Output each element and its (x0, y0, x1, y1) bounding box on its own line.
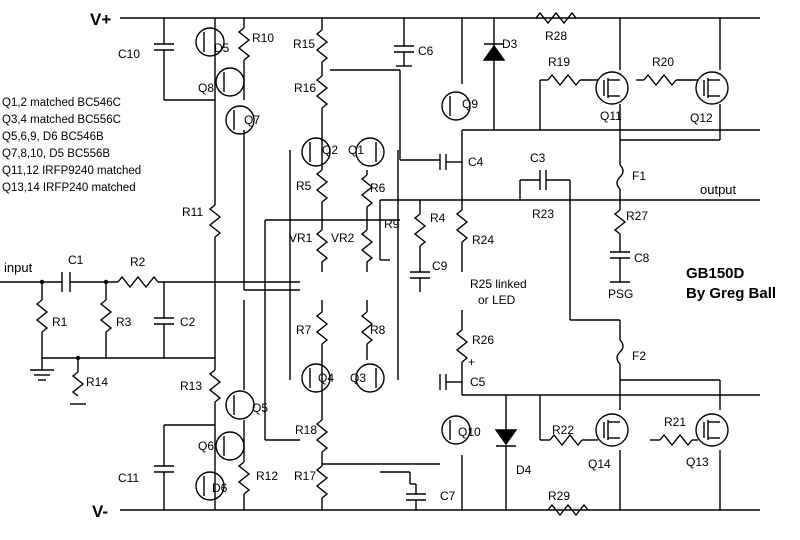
label-R16: R16 (294, 81, 316, 95)
rail-positive-label: V+ (90, 10, 111, 29)
r25-annotation: R25 linked (470, 277, 527, 291)
label-R11: R11 (182, 205, 203, 219)
output-label: output (700, 182, 737, 197)
label-R23: R23 (532, 207, 554, 221)
junction-dot (103, 279, 109, 285)
note-line: Q13,14 IRFP240 matched (2, 182, 136, 194)
note-line: Q1,2 matched BC546C (2, 97, 121, 109)
label-R15: R15 (293, 37, 315, 51)
label-Q7: Q7 (244, 113, 260, 127)
label-R7: R7 (296, 323, 312, 337)
label-F1: F1 (632, 169, 646, 183)
note-line: Q7,8,10, D5 BC556B (2, 148, 110, 160)
driver-stage (439, 18, 760, 510)
label-F2: F2 (632, 349, 646, 363)
label-C5: C5 (470, 375, 486, 389)
label-R24: R24 (472, 233, 494, 247)
mosfet-q12 (695, 71, 729, 105)
label-R18: R18 (295, 423, 317, 437)
label-R1: R1 (52, 315, 68, 329)
current-sources (154, 18, 300, 510)
label-Q10: Q10 (458, 425, 481, 439)
label-Q6: Q6 (198, 439, 214, 453)
component-labels: C10 D5 R10 R15 C6 D3 R28 R19 R20 Q8 Q9 Q… (52, 29, 713, 503)
psg-label: PSG (608, 287, 633, 301)
transistor-notes: Q1,2 matched BC546C Q3,4 matched BC556C … (2, 97, 141, 194)
output-stage (462, 11, 760, 517)
label-R2: R2 (130, 255, 146, 269)
label-Q9: Q9 (462, 97, 478, 111)
mosfet-q13 (695, 413, 729, 447)
label-Q8: Q8 (198, 81, 214, 95)
label-Q4: Q4 (318, 371, 334, 385)
label-R22: R22 (552, 423, 574, 437)
label-Q11: Q11 (600, 109, 622, 123)
note-line: Q3,4 matched BC556C (2, 114, 121, 126)
label-C9: C9 (432, 259, 448, 273)
label-Q2: Q2 (322, 143, 338, 157)
junction-dot (39, 279, 45, 285)
label-R5: R5 (296, 179, 312, 193)
decoupling-caps (380, 18, 430, 510)
plus-sign: + (468, 355, 475, 369)
mosfet-q14 (595, 413, 629, 447)
label-R8: R8 (370, 323, 386, 337)
label-D5: D5 (214, 41, 230, 55)
label-C6: C6 (418, 44, 434, 58)
label-Q3: Q3 (350, 371, 366, 385)
label-R6: R6 (370, 181, 386, 195)
schematic-title: GB150D (686, 265, 745, 282)
input-stage (264, 18, 462, 510)
label-D3: D3 (502, 37, 518, 51)
label-R12: R12 (256, 469, 278, 483)
note-line: Q5,6,9, D6 BC546B (2, 131, 104, 143)
label-R26: R26 (472, 333, 494, 347)
label-C3: C3 (530, 151, 546, 165)
label-C1: C1 (68, 253, 84, 267)
label-R20: R20 (652, 55, 674, 69)
label-R27: R27 (626, 209, 648, 223)
label-C4: C4 (468, 155, 484, 169)
label-Q12: Q12 (690, 111, 713, 125)
label-R13: R13 (180, 379, 202, 393)
label-C8: C8 (634, 251, 650, 265)
label-R21: R21 (664, 415, 686, 429)
label-R3: R3 (116, 315, 132, 329)
r25-annotation-2: or LED (478, 293, 516, 307)
label-VR1: VR1 (289, 231, 313, 245)
label-Q14: Q14 (588, 457, 611, 471)
label-R9: R9 (384, 217, 400, 231)
schematic-author: By Greg Ball (686, 285, 776, 302)
label-R29: R29 (548, 489, 570, 503)
bjt-transistors (195, 27, 471, 501)
mosfet-q11 (595, 71, 629, 105)
label-C7: C7 (440, 489, 456, 503)
input-network (0, 272, 300, 405)
label-Q1: Q1 (348, 143, 364, 157)
label-Q5: Q5 (252, 401, 268, 415)
junction-dot (75, 355, 81, 361)
label-R10: R10 (252, 31, 274, 45)
label-R4: R4 (430, 211, 446, 225)
label-R19: R19 (548, 55, 570, 69)
label-R17: R17 (294, 469, 316, 483)
label-VR2: VR2 (331, 231, 355, 245)
label-R14: R14 (86, 375, 108, 389)
label-R28: R28 (545, 29, 567, 43)
label-Q13: Q13 (686, 455, 709, 469)
label-D6: D6 (212, 481, 228, 495)
label-C11: C11 (118, 471, 139, 485)
rail-negative-label: V- (92, 502, 108, 521)
label-C10: C10 (118, 47, 140, 61)
label-C2: C2 (180, 315, 196, 329)
label-D4: D4 (516, 463, 532, 477)
input-label: input (4, 260, 33, 275)
note-line: Q11,12 IRFP9240 matched (2, 165, 141, 177)
supply-rails (120, 17, 760, 511)
